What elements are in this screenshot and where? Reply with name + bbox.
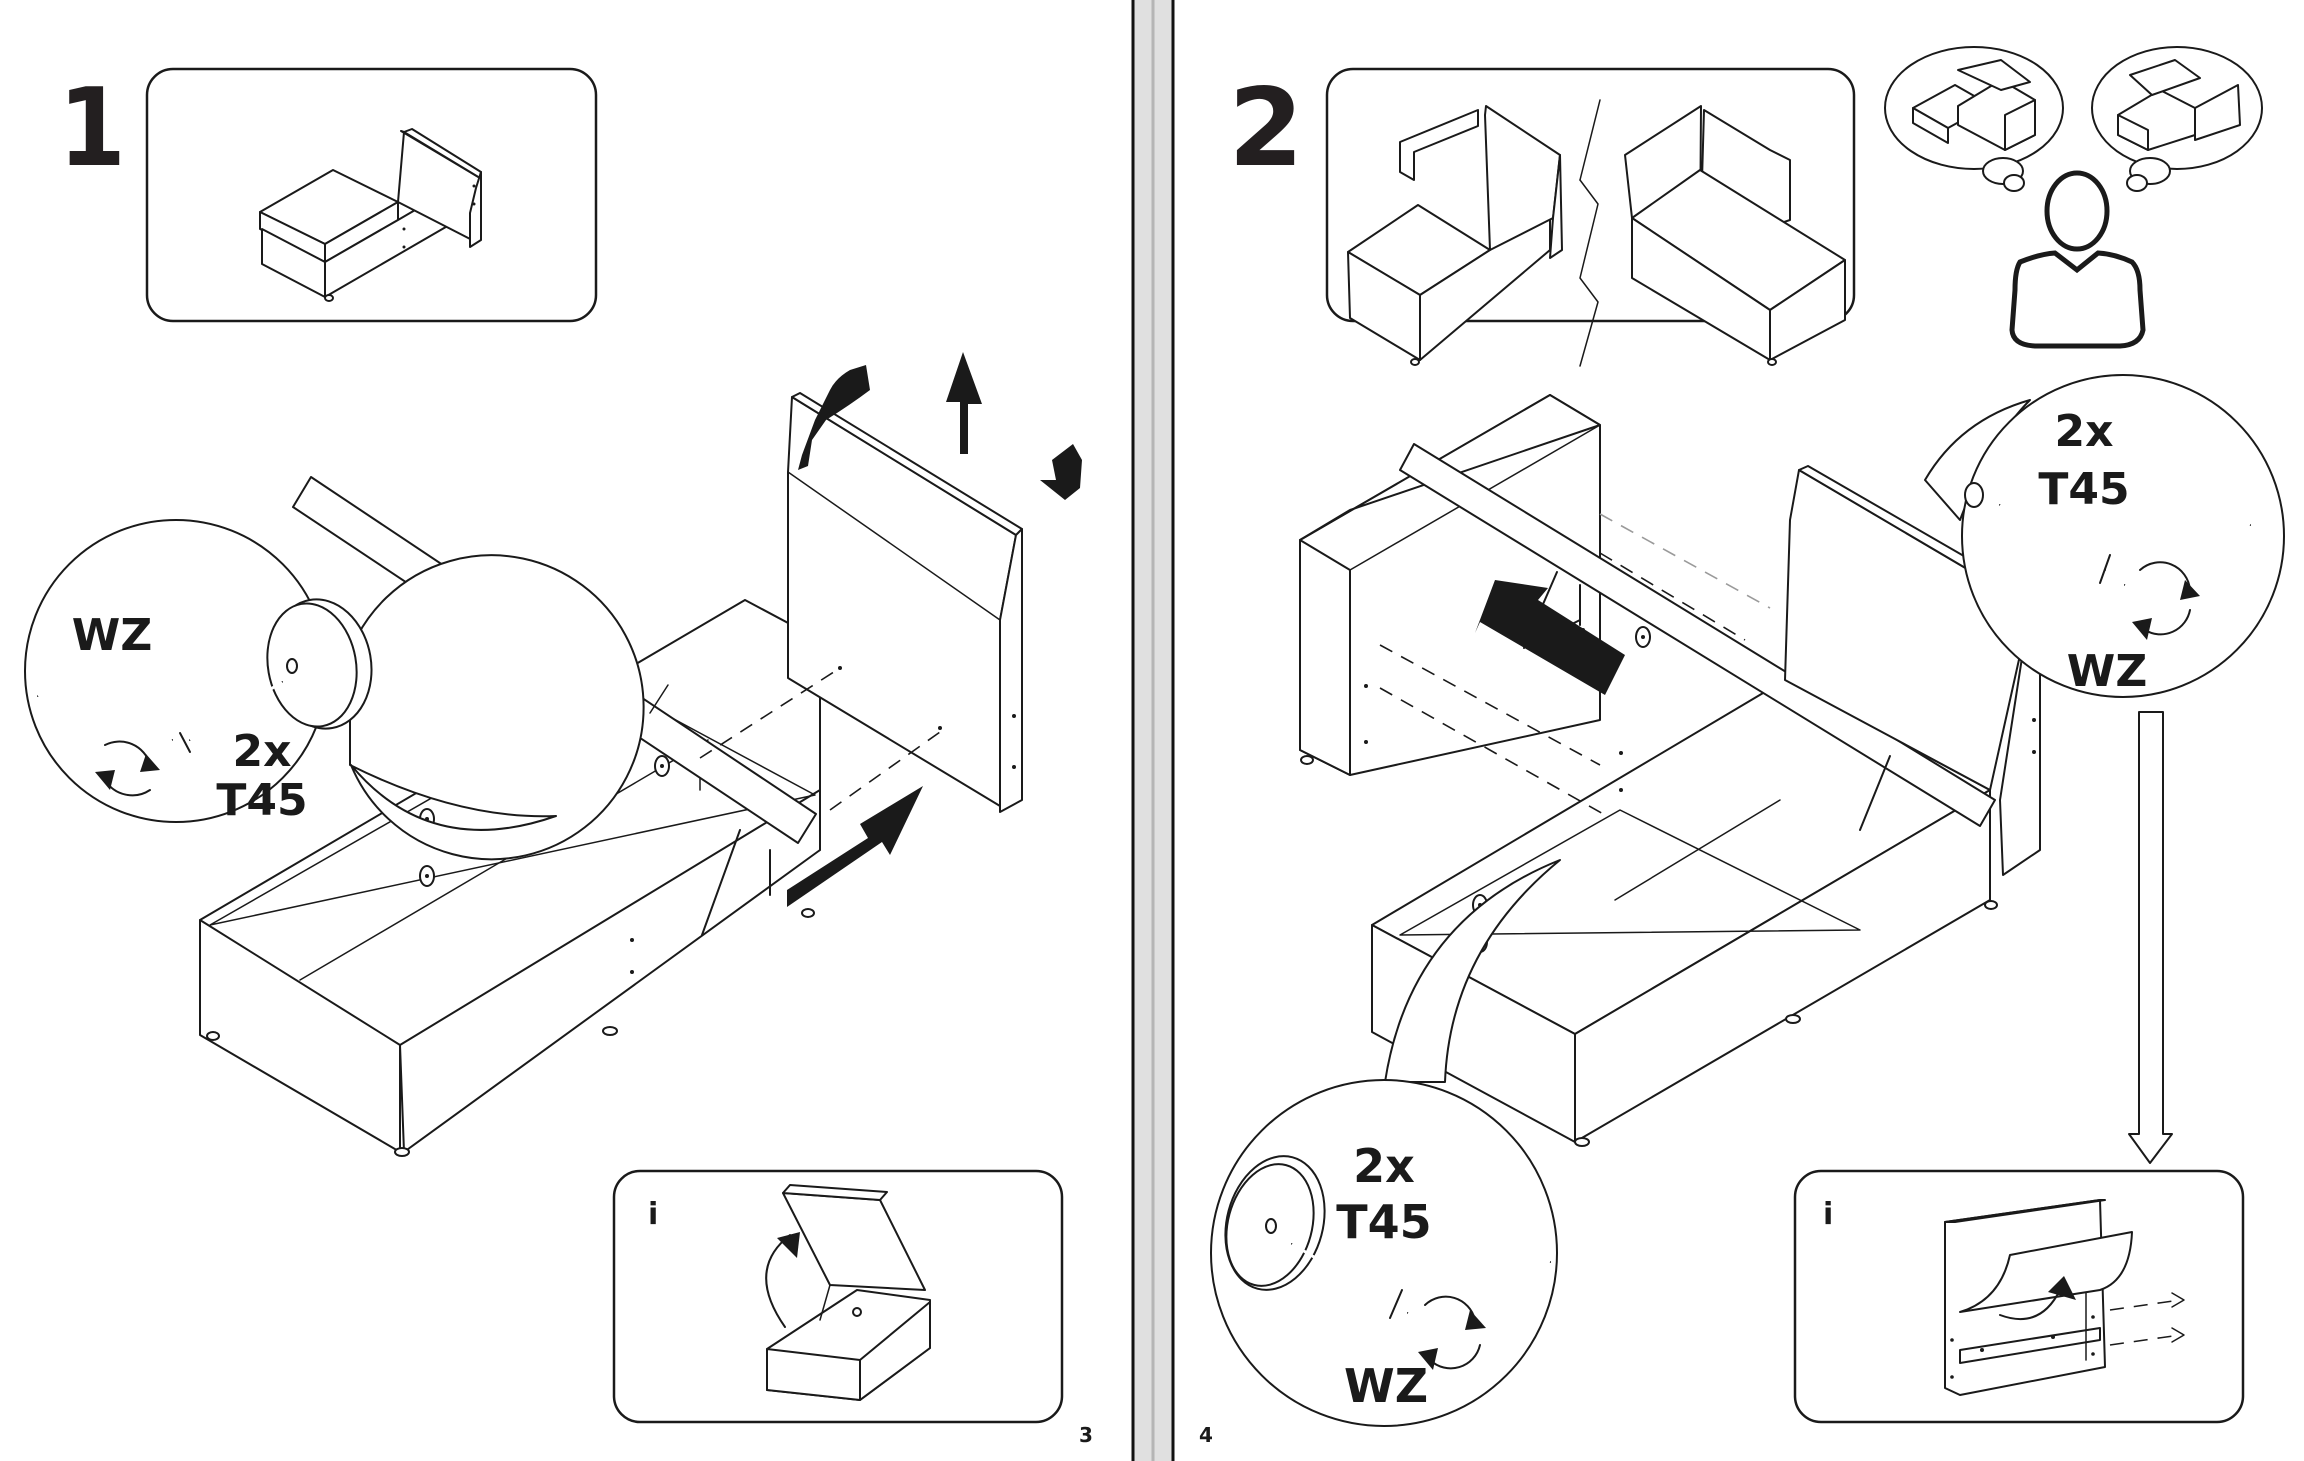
flip-panel-icon	[1944, 1199, 2185, 1396]
rotate-arrows-icon	[1418, 1295, 1486, 1370]
lift-up-arrow-icon	[946, 352, 982, 454]
hardware-callout: WZ 2x T45	[24, 519, 645, 861]
screw-icon	[1999, 503, 2111, 584]
rotate-arrows-icon	[2132, 561, 2200, 640]
push-arrow-icon	[1475, 580, 1625, 695]
right-page: 2	[1199, 46, 2285, 1447]
headboard-panel-icon	[787, 392, 1023, 813]
down-arrow-icon	[2128, 711, 2173, 1164]
rotate-arrows-icon	[95, 740, 160, 797]
info-box: i	[1793, 1169, 2245, 1424]
push-arrow-icon	[787, 786, 923, 907]
divider-zigzag	[1579, 179, 1599, 367]
corner-sofa-left-icon	[1912, 59, 2036, 151]
divider-zigzag	[1579, 99, 1601, 181]
info-box: i	[612, 1169, 1064, 1424]
open-lid-icon	[765, 1184, 931, 1401]
hardware-callout: 2x T45 WZ	[1210, 859, 1561, 1427]
left-page: 1	[24, 66, 1093, 1447]
page-number: 3	[1079, 1423, 1093, 1447]
tool-label: WZ	[72, 610, 152, 661]
info-label: i	[648, 1197, 658, 1232]
allen-key-icon	[37, 677, 173, 758]
tool-label: WZ	[1344, 1359, 1428, 1413]
hardware-callout: 2x T45 WZ	[1924, 374, 2285, 698]
part-code-label: T45	[216, 775, 307, 826]
guide-lines	[1379, 513, 1771, 816]
page-gutter	[1131, 0, 1175, 1461]
screw-icon	[1291, 1242, 1403, 1319]
quantity-label: 2x	[1353, 1139, 1415, 1193]
step-number: 2	[1228, 66, 1303, 191]
hand-icon	[798, 365, 1082, 500]
step-number: 1	[58, 66, 126, 191]
quantity-label: 2x	[2055, 406, 2114, 457]
quantity-label: 2x	[233, 726, 292, 777]
cap-disc-icon	[1964, 482, 1984, 508]
right-chaise-icon	[1624, 105, 1846, 366]
info-label: i	[1823, 1197, 1833, 1232]
allen-key-icon	[1407, 1247, 1551, 1328]
allen-key-icon	[2124, 507, 2251, 598]
part-code-label: T45	[2038, 464, 2129, 515]
step-overview-box	[1325, 67, 1856, 367]
person-icon	[2009, 170, 2146, 349]
step-overview-box	[145, 67, 598, 323]
left-chaise-icon	[1347, 105, 1563, 366]
cap-disc-icon	[266, 598, 373, 730]
cap-disc-icon	[1224, 1155, 1326, 1291]
storage-bed-base-icon	[1371, 443, 1998, 1147]
part-code-label: T45	[1336, 1195, 1431, 1249]
chaise-module-icon	[259, 128, 482, 302]
thought-bubble-left	[1884, 46, 2064, 192]
corner-sofa-right-icon	[2117, 59, 2241, 151]
side-module-icon	[1299, 394, 1601, 776]
guide-line	[699, 667, 841, 759]
tool-label: WZ	[2067, 646, 2147, 697]
page-number: 4	[1199, 1423, 1213, 1447]
thought-bubble-right	[2091, 46, 2263, 192]
screw-icon	[179, 680, 283, 753]
